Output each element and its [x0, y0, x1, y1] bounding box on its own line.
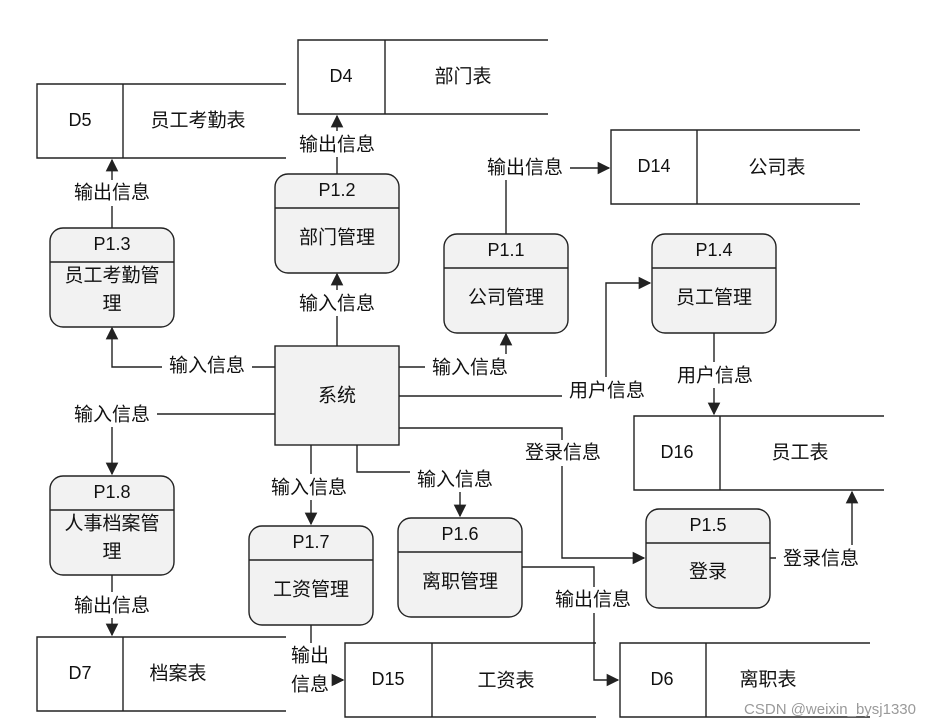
process-p1-5-id: P1.5 — [689, 515, 726, 535]
process-p1-1-name: 公司管理 — [468, 287, 544, 309]
flow-system-to-p1-5 — [399, 427, 646, 565]
store-d7-id: D7 — [68, 663, 91, 683]
process-p1-7: P1.7 工资管理 — [248, 525, 374, 626]
flow-label-output-d15-line1: 输出 — [291, 645, 329, 667]
flow-label-output-d14: 输出信息 — [487, 157, 563, 179]
store-d6: D6 离职表 — [619, 642, 870, 718]
flow-label-output-d15-line2: 信息 — [291, 674, 329, 696]
flow-label-user-system: 用户信息 — [569, 380, 645, 402]
flow-label-output-d4: 输出信息 — [299, 134, 375, 156]
store-d14-id: D14 — [637, 156, 670, 176]
store-d6-name: 离职表 — [739, 669, 796, 691]
system-label: 系统 — [318, 385, 356, 407]
process-p1-4-name: 员工管理 — [676, 287, 752, 309]
process-p1-6: P1.6 离职管理 — [397, 517, 523, 618]
process-p1-7-id: P1.7 — [292, 532, 329, 552]
process-p1-3-name-line1: 员工考勤管 — [64, 265, 159, 287]
process-p1-2-id: P1.2 — [318, 180, 355, 200]
process-p1-2: P1.2 部门管理 — [274, 173, 400, 274]
store-d4-name: 部门表 — [434, 66, 491, 88]
watermark: CSDN @weixin_bysj1330 — [744, 701, 916, 718]
process-p1-3-name-line2: 理 — [102, 293, 121, 315]
process-p1-4: P1.4 员工管理 — [651, 233, 777, 334]
process-p1-3-id: P1.3 — [93, 234, 130, 254]
process-p1-4-id: P1.4 — [695, 240, 732, 260]
process-p1-2-name: 部门管理 — [299, 227, 375, 249]
process-p1-6-id: P1.6 — [441, 524, 478, 544]
flow-label-output-d6: 输出信息 — [555, 589, 631, 611]
store-d15-id: D15 — [371, 669, 404, 689]
flow-label-input-p1-8: 输入信息 — [74, 404, 150, 426]
store-d7: D7 档案表 — [36, 636, 286, 712]
flow-label-input-p1-3: 输入信息 — [169, 355, 245, 377]
process-p1-1: P1.1 公司管理 — [443, 233, 569, 334]
store-d5-name: 员工考勤表 — [150, 110, 245, 132]
store-d6-id: D6 — [650, 669, 673, 689]
store-d5: D5 员工考勤表 — [36, 83, 286, 159]
process-p1-1-id: P1.1 — [487, 240, 524, 260]
flow-label-input-p1-6: 输入信息 — [417, 469, 493, 491]
store-d16: D16 员工表 — [633, 415, 884, 491]
store-d16-name: 员工表 — [771, 442, 828, 464]
process-p1-5: P1.5 登录 — [645, 508, 771, 609]
system-box: 系统 — [274, 345, 400, 446]
store-d5-id: D5 — [68, 110, 91, 130]
flow-label-login-system: 登录信息 — [525, 442, 601, 464]
flow-label-input-p1-1: 输入信息 — [432, 357, 508, 379]
process-p1-8-id: P1.8 — [93, 482, 130, 502]
flow-system-to-p1-6 — [356, 445, 467, 518]
store-d7-name: 档案表 — [149, 663, 206, 685]
process-p1-6-name: 离职管理 — [422, 571, 498, 593]
flow-p1-6-to-d6 — [522, 566, 620, 687]
flow-system-to-p1-4 — [399, 276, 652, 397]
flow-label-output-d7: 输出信息 — [74, 595, 150, 617]
flow-label-login-d16: 登录信息 — [783, 548, 859, 570]
store-d4-id: D4 — [329, 66, 352, 86]
store-d16-id: D16 — [660, 442, 693, 462]
process-p1-8-name-line2: 理 — [102, 541, 121, 563]
process-p1-5-name: 登录 — [689, 561, 727, 583]
flow-label-output-d5: 输出信息 — [74, 182, 150, 204]
flow-label-input-p1-2: 输入信息 — [299, 293, 375, 315]
process-p1-8: P1.8 人事档案管 理 — [49, 475, 175, 576]
store-d14: D14 公司表 — [610, 129, 860, 205]
store-d15: D15 工资表 — [344, 642, 596, 718]
flow-label-input-p1-7: 输入信息 — [271, 477, 347, 499]
process-p1-3: P1.3 员工考勤管 理 — [49, 227, 175, 328]
flow-label-user-d16: 用户信息 — [677, 365, 753, 387]
store-d15-name: 工资表 — [477, 670, 534, 692]
store-d14-name: 公司表 — [748, 157, 805, 179]
process-p1-7-name: 工资管理 — [273, 579, 349, 601]
store-d4: D4 部门表 — [297, 39, 548, 115]
process-p1-8-name-line1: 人事档案管 — [64, 513, 159, 535]
